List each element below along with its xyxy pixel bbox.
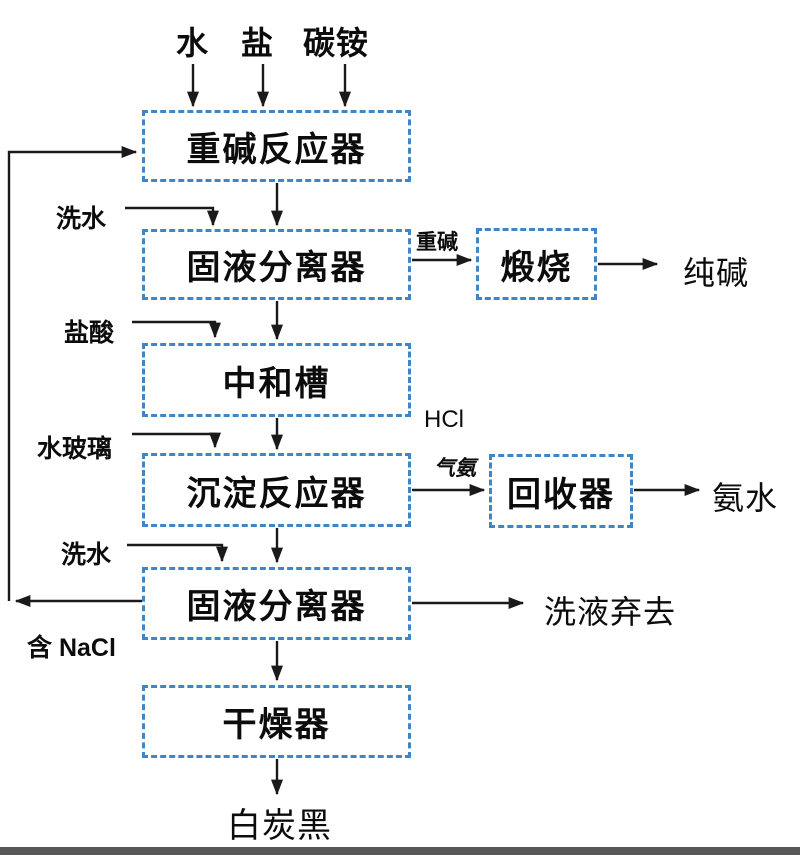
box-calcination: 煅烧 [476,228,597,300]
box-dryer: 干燥器 [142,685,411,758]
box-neutralization-tank: 中和槽 [142,343,411,417]
footer-bar [0,847,800,855]
label-soda-ash: 纯碱 [683,255,750,291]
box-precipitation-reactor-label: 沉淀反应器 [186,474,367,513]
box-recovery-unit-label: 回收器 [507,475,615,514]
arrow-waterglass-in [132,432,221,449]
label-heavy-alkali-stream: 重碱 [416,231,458,254]
label-wash-water-2: 洗水 [61,541,112,569]
arrow-washwater2-in [127,543,228,563]
box-solid-liquid-separator-1-label: 固液分离器 [186,249,367,287]
label-wash-water-1: 洗水 [56,205,107,233]
label-ammonia-gas-stream: 气氨 [434,457,476,480]
label-wash-liquid-discard: 洗液弃去 [544,594,677,630]
label-water: 水 [176,25,210,61]
box-solid-liquid-separator-2: 固液分离器 [142,567,411,640]
box-recovery-unit: 回收器 [489,454,633,528]
label-ammonia-water: 氨水 [712,480,779,516]
arrow-hydrochloric-in [132,320,221,339]
label-white-carbon-black: 白炭黑 [227,807,332,845]
box-heavy-alkali-reactor: 重碱反应器 [142,110,411,182]
label-water-glass: 水玻璃 [37,435,113,463]
box-dryer-label: 干燥器 [222,706,331,744]
box-solid-liquid-separator-1: 固液分离器 [142,229,411,300]
label-ammonium-bicarbonate: 碳铵 [303,25,370,61]
box-heavy-alkali-reactor-label: 重碱反应器 [186,130,367,169]
label-contains-nacl: 含 NaCl [27,634,116,662]
box-neutralization-tank-label: 中和槽 [222,364,331,403]
label-hcl-stream: HCl [424,406,464,433]
box-precipitation-reactor: 沉淀反应器 [142,453,411,527]
label-hydrochloric-acid: 盐酸 [64,319,115,347]
arrow-washwater1-in [125,206,219,227]
label-salt: 盐 [241,25,275,61]
box-solid-liquid-separator-2-label: 固液分离器 [186,588,367,626]
box-calcination-label: 煅烧 [500,248,573,287]
